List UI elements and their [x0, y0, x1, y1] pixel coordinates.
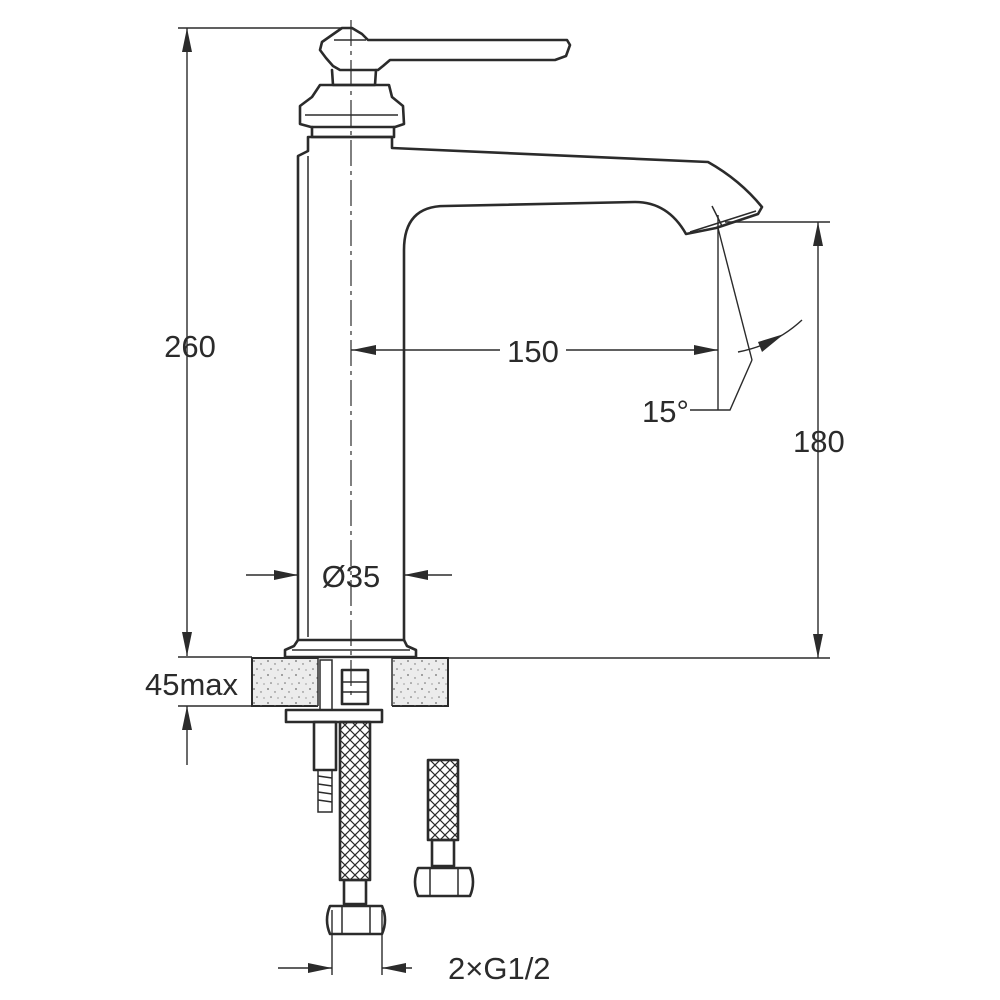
spout-height-label: 180	[793, 424, 845, 459]
dimension-spout-reach	[351, 215, 719, 410]
spout-angle-label: 15°	[642, 394, 689, 429]
counter-thickness-label: 45max	[145, 667, 239, 702]
dimension-spout-angle	[690, 227, 803, 411]
supply-hose-short	[413, 758, 475, 898]
total-height-label: 260	[164, 329, 216, 364]
mounting-hardware	[284, 659, 384, 813]
dimension-total-height	[178, 27, 342, 656]
connections-label: 2×G1/2	[448, 951, 551, 986]
dimension-counter-thickness	[178, 656, 252, 765]
dimension-connections	[278, 910, 412, 975]
spout-reach-label: 150	[507, 334, 559, 369]
dimension-spout-height	[416, 221, 830, 659]
supply-hose-long	[325, 720, 387, 936]
dimension-body-diameter	[246, 570, 452, 580]
countertop-section	[251, 656, 449, 708]
body-diameter-label: Ø35	[322, 559, 381, 594]
faucet-body	[283, 26, 764, 659]
